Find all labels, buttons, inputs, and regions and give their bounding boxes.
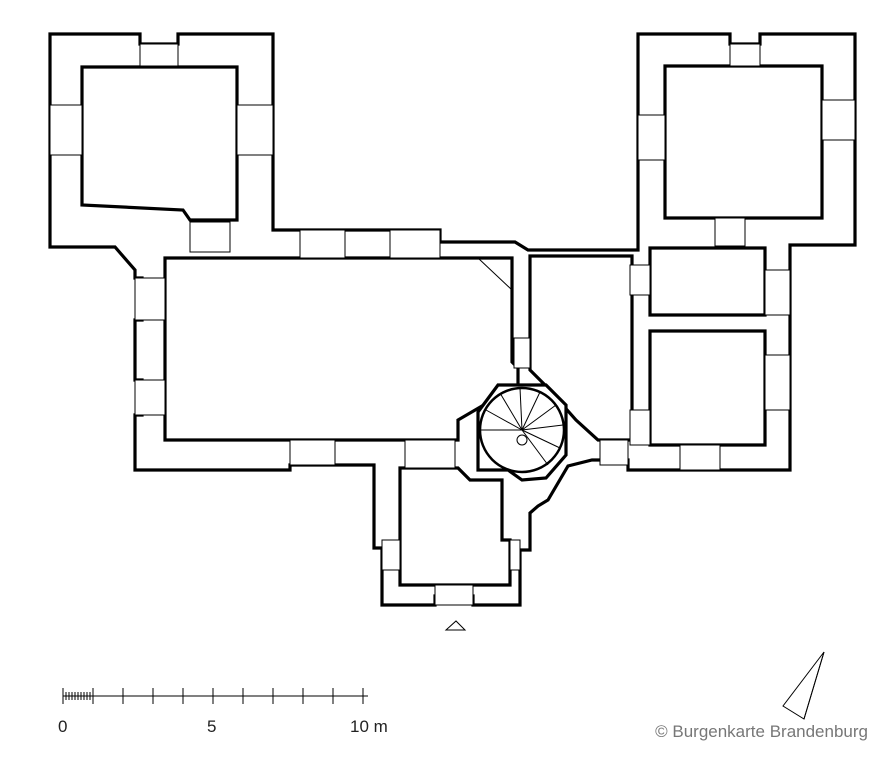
copyright-text: © Burgenkarte Brandenburg [655, 722, 868, 741]
room-porch [398, 466, 512, 587]
door-swing-line [477, 257, 513, 291]
room-top-right [663, 64, 824, 220]
stair-tower [476, 383, 568, 482]
triangle-icon [444, 620, 467, 631]
room-central-hall [163, 256, 520, 442]
scale-label-end: 10 m [350, 717, 388, 736]
wall-openings [49, 43, 856, 606]
room-right-lower [648, 329, 767, 447]
spiral-stair [478, 386, 566, 474]
scale-bar: 0 5 10 m [58, 688, 388, 736]
room-right-middle [648, 246, 767, 317]
north-arrow-icon [782, 651, 825, 720]
scale-label-mid: 5 [207, 717, 216, 736]
scale-label-start: 0 [58, 717, 67, 736]
room-top-left [80, 65, 239, 222]
